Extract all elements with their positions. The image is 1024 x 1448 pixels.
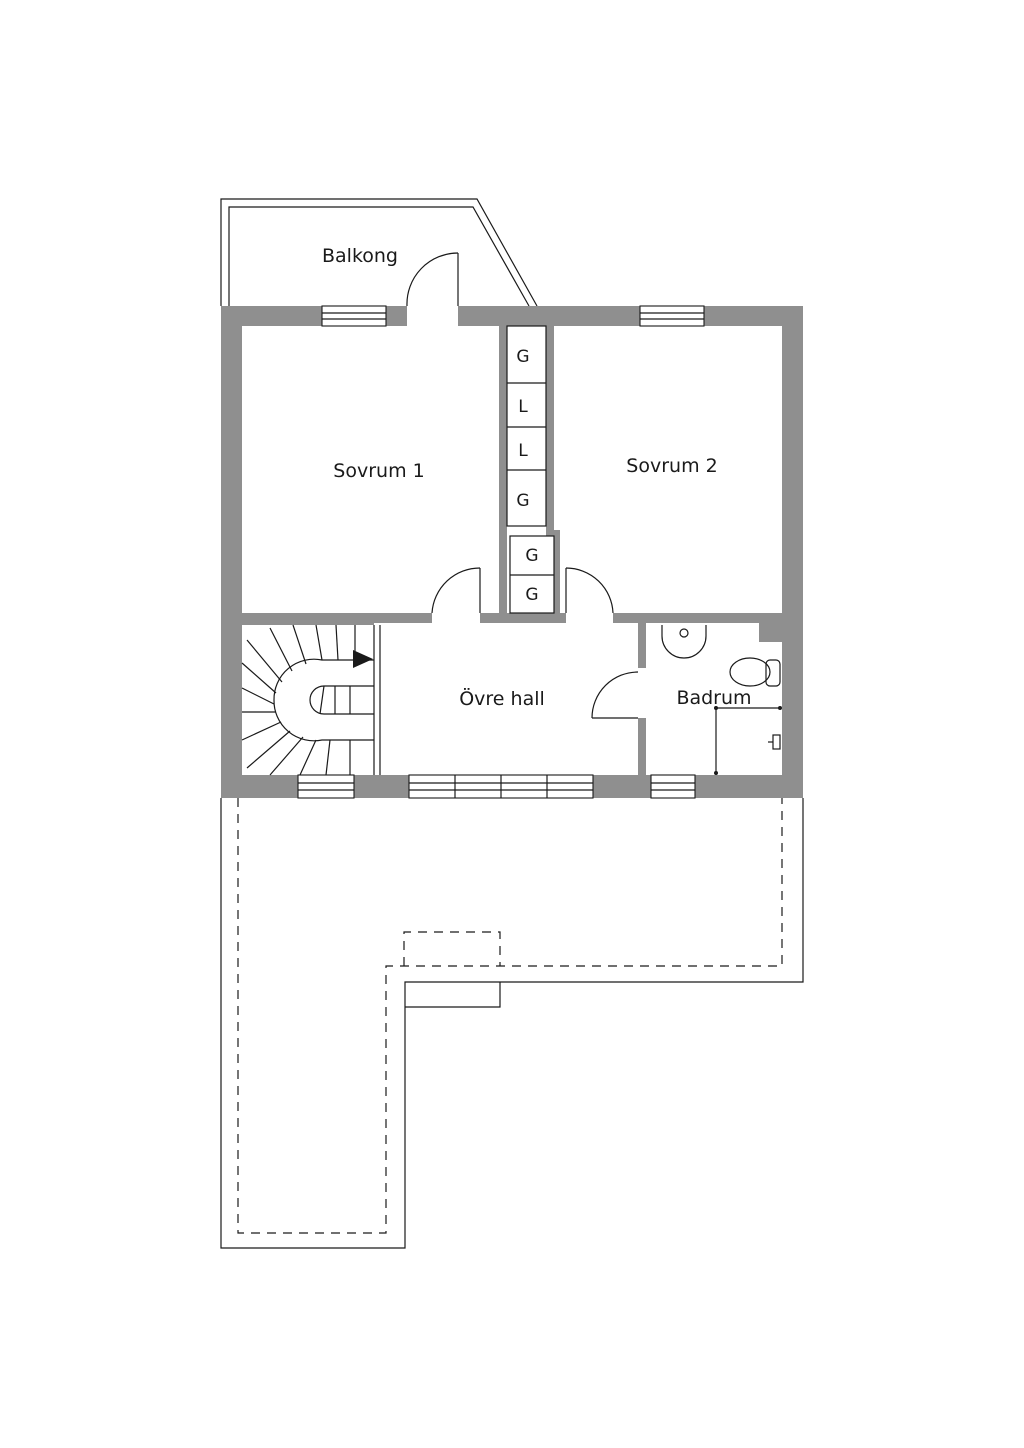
sink-icon xyxy=(661,625,707,659)
upper-hall-label: Övre hall xyxy=(459,687,545,710)
staircase xyxy=(241,624,381,776)
interior-walls xyxy=(242,326,782,778)
closet-label: G xyxy=(516,347,529,367)
bathroom-fixtures xyxy=(661,625,782,775)
bedroom2-label: Sovrum 2 xyxy=(626,455,717,477)
window-bedroom1 xyxy=(321,305,387,327)
window-bedroom2 xyxy=(639,305,705,327)
shower-area xyxy=(714,706,782,775)
window-bathroom xyxy=(650,774,696,799)
bedroom1-label: Sovrum 1 xyxy=(333,460,424,482)
closet-label: L xyxy=(518,441,528,461)
stair-direction-arrow xyxy=(353,650,373,668)
bathroom-label: Badrum xyxy=(676,687,751,709)
closet-label: G xyxy=(525,585,538,605)
closet-label: G xyxy=(525,546,538,566)
window-stair xyxy=(297,774,355,799)
windows xyxy=(297,305,705,799)
closet-label: L xyxy=(518,397,528,417)
closets xyxy=(506,325,555,614)
lower-outline xyxy=(220,798,804,1249)
stair-treads xyxy=(241,624,356,776)
closet-label: G xyxy=(516,491,529,511)
toilet-icon xyxy=(729,657,781,687)
balcony-label: Balkong xyxy=(322,245,398,267)
doors xyxy=(406,252,639,719)
balcony xyxy=(220,198,538,307)
